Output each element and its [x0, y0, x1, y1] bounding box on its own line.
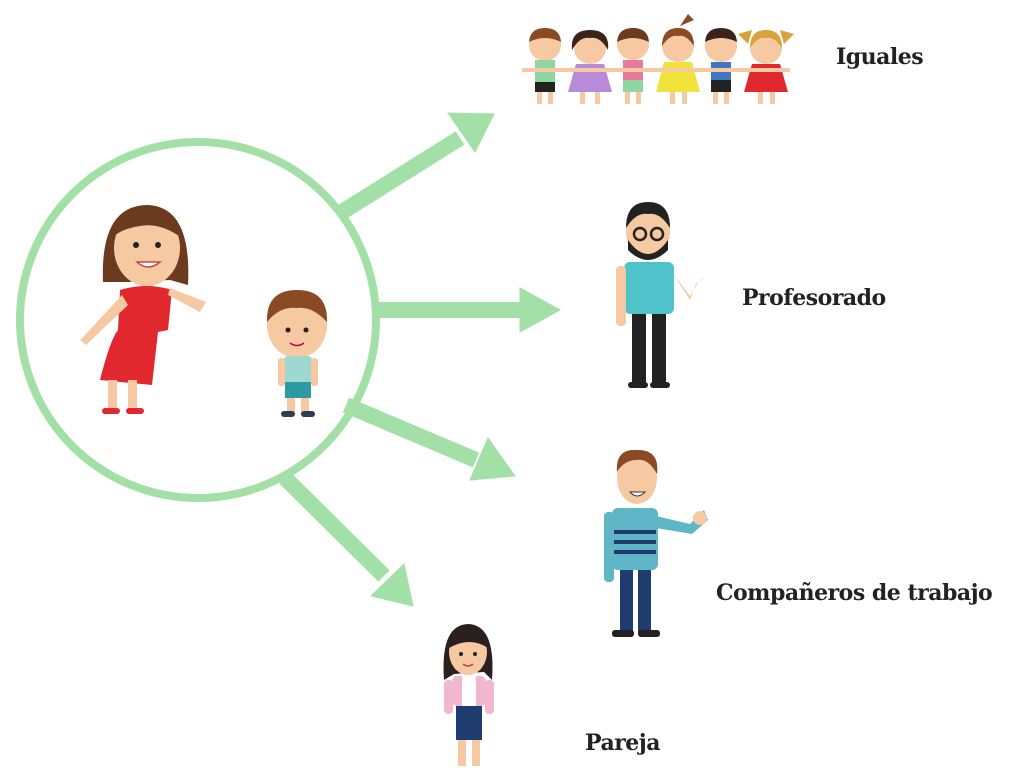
arrow-to-iguales [337, 112, 495, 219]
child-icon [266, 290, 328, 417]
label-profesorado: Profesorado [742, 285, 886, 311]
label-companeros: Compañeros de trabajo [716, 580, 993, 606]
arrow-to-companeros [342, 397, 516, 481]
arrow-to-pareja [279, 472, 414, 607]
family-circle [16, 138, 380, 502]
mother-icon [80, 205, 206, 414]
children-group-icon [522, 14, 794, 104]
label-iguales: Iguales [836, 44, 924, 70]
label-pareja: Pareja [585, 730, 661, 756]
coworker-icon [604, 449, 708, 637]
partner-icon [443, 624, 494, 766]
arrow-to-profesorado [378, 287, 562, 333]
teacher-icon [616, 202, 706, 388]
